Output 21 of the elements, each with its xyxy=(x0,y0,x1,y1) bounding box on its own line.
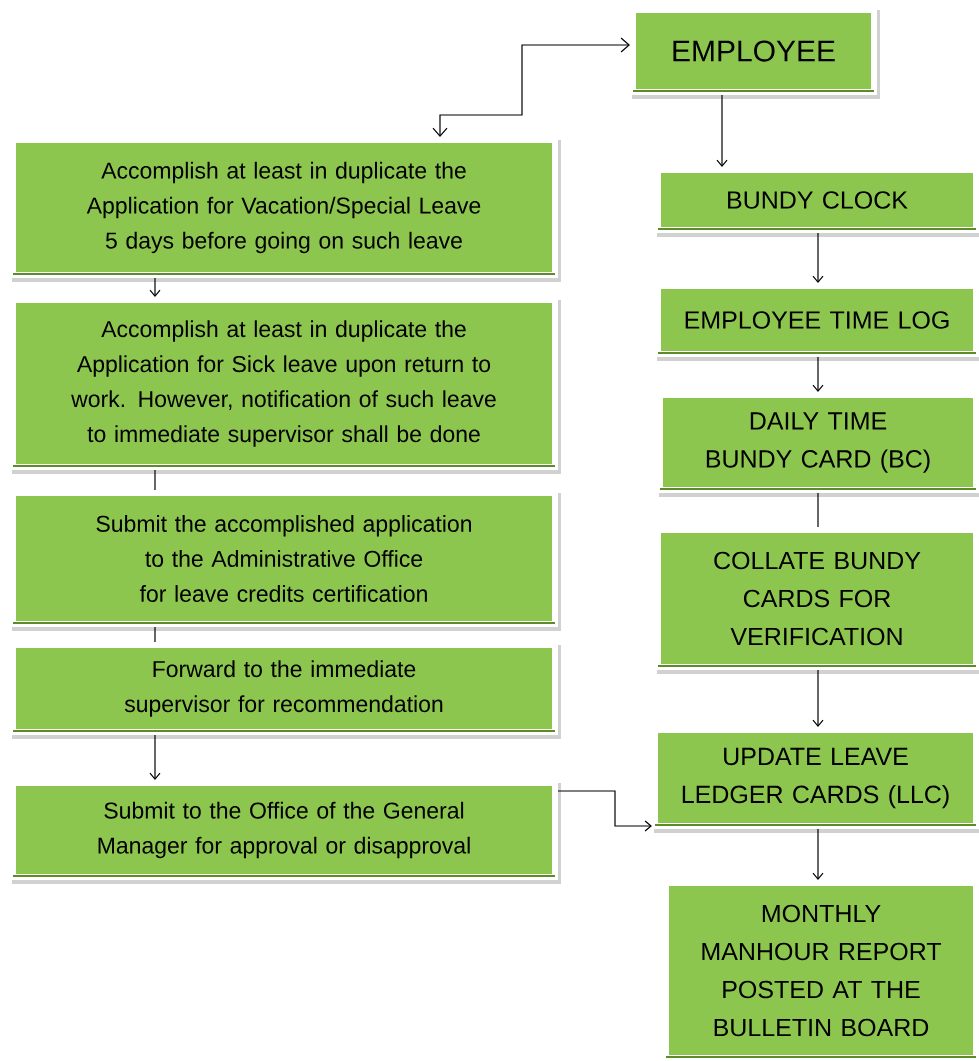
arrow xyxy=(812,828,824,880)
process-box: UPDATE LEAVE LEDGER CARDS (LLC) xyxy=(652,727,979,833)
process-box: DAILY TIME BUNDY CARD (BC) xyxy=(657,392,979,497)
arrow xyxy=(812,232,824,283)
arrow xyxy=(812,669,824,727)
process-box: Forward to the immediate supervisor for recommendation xyxy=(10,642,561,739)
arrow xyxy=(812,356,824,392)
arrow xyxy=(149,734,161,780)
arrow xyxy=(557,790,652,832)
arrow xyxy=(149,277,161,297)
process-box: Submit to the Office of the General Manager for approval or disapproval xyxy=(10,780,561,884)
process-box: BUNDY CLOCK xyxy=(655,167,979,237)
process-box: EMPLOYEE TIME LOG xyxy=(655,283,979,361)
process-box: COLLATE BUNDY CARDS FOR VERIFICATION xyxy=(655,527,979,674)
arrow xyxy=(432,37,630,137)
process-box: Submit the accomplished application to the Administrative Office for leave credits certification xyxy=(10,490,561,631)
process-box: Accomplish at least in duplicate the Application for Sick leave upon return to work. However, notification of such leave to immediate supervisor shall be done xyxy=(10,297,561,474)
process-box: Accomplish at least in duplicate the Application for Vacation/Special Leave 5 days before going on such leave xyxy=(10,137,561,282)
process-box: EMPLOYEE xyxy=(630,7,880,99)
process-box: MONTHLY MANHOUR REPORT POSTED AT THE BULLETIN BOARD xyxy=(663,880,979,1061)
arrow xyxy=(716,94,728,167)
